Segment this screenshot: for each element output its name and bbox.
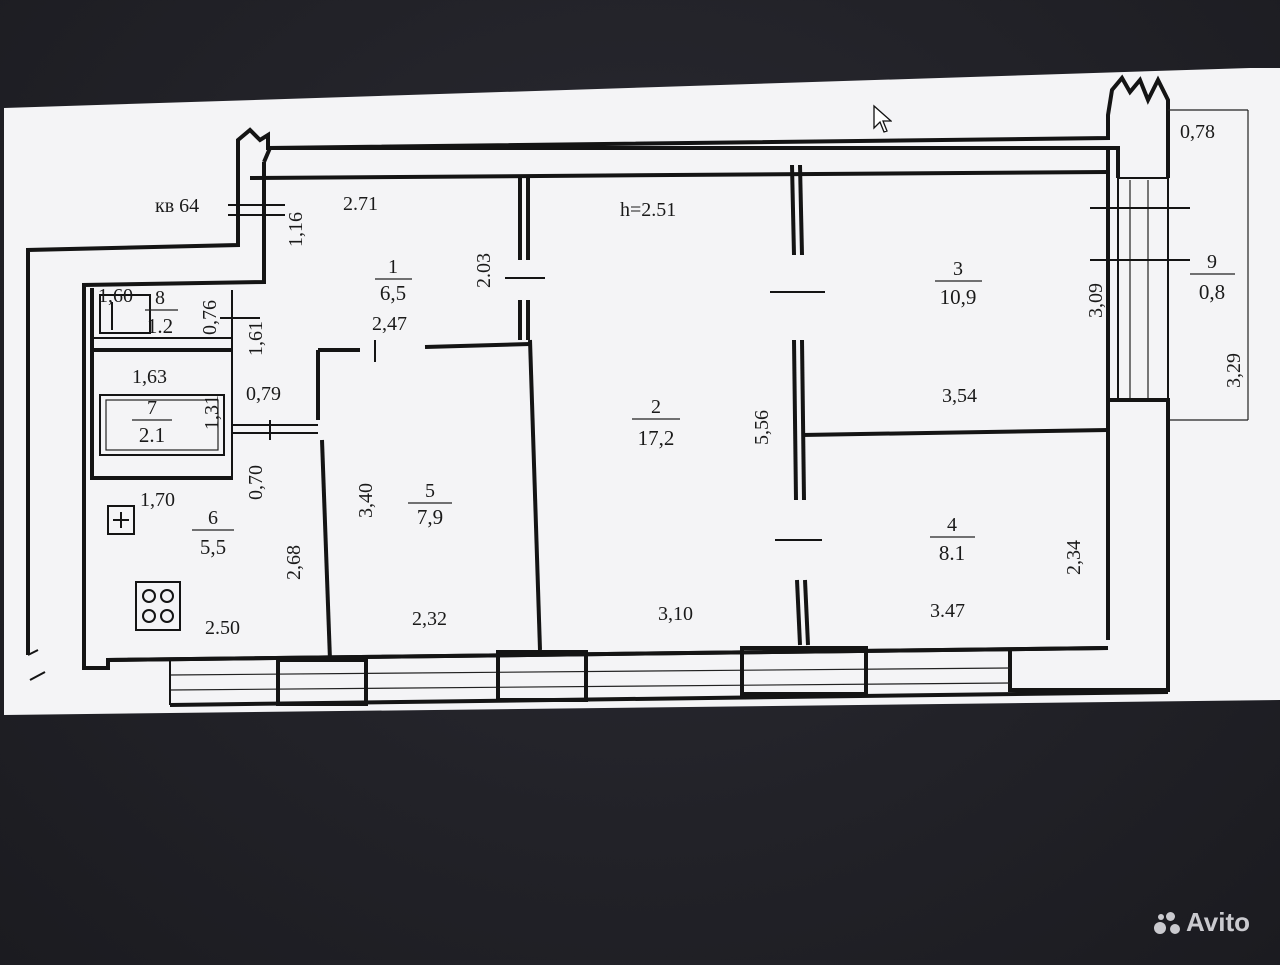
room-3-label: 3 10,9 <box>935 258 982 309</box>
dim-5-56: 5,56 <box>751 410 773 445</box>
svg-text:6: 6 <box>208 507 218 529</box>
dim-2-68: 2,68 <box>283 545 305 580</box>
dim-3-29: 3,29 <box>1223 353 1245 388</box>
svg-text:6,5: 6,5 <box>380 281 406 305</box>
svg-text:0,8: 0,8 <box>1199 280 1225 304</box>
dim-0-70: 0,70 <box>245 465 267 500</box>
svg-text:2: 2 <box>651 396 661 418</box>
dim-2-03: 2.03 <box>473 253 495 288</box>
dim-0-76: 0,76 <box>199 300 221 335</box>
room-6-label: 6 5,5 <box>192 507 234 559</box>
dim-0-79: 0,79 <box>246 383 281 405</box>
svg-text:1.2: 1.2 <box>147 314 173 338</box>
dim-2-34: 2,34 <box>1063 540 1085 575</box>
svg-text:1: 1 <box>388 256 398 278</box>
svg-text:5,5: 5,5 <box>200 535 226 559</box>
svg-text:3: 3 <box>953 258 963 280</box>
mouse-pointer-icon <box>873 104 892 133</box>
dim-1-16: 1,16 <box>285 212 307 247</box>
room-5-label: 5 7,9 <box>408 480 452 529</box>
dim-1-61: 1,61 <box>245 321 267 356</box>
avito-watermark: Avito <box>1152 907 1250 938</box>
dim-3-40: 3,40 <box>355 483 377 518</box>
avito-watermark-text: Avito <box>1185 907 1250 937</box>
dim-1-63: 1,63 <box>132 366 167 388</box>
outer-walls <box>26 74 1249 707</box>
dimension-labels: 0,78 2.71 2,47 1,63 0,79 3,54 1,70 2.50 … <box>98 121 1245 639</box>
svg-text:5: 5 <box>425 480 435 502</box>
dim-3-10: 3,10 <box>658 603 693 625</box>
svg-text:7,9: 7,9 <box>417 505 443 529</box>
dim-0-78: 0,78 <box>1180 121 1215 143</box>
ceiling-height-label: h=2.51 <box>620 199 676 221</box>
avito-logo-icon <box>1152 910 1182 936</box>
svg-text:2.1: 2.1 <box>139 423 165 447</box>
dim-1-31: 1,31 <box>201 395 223 430</box>
room-2-label: 2 17,2 <box>632 396 680 450</box>
svg-text:17,2: 17,2 <box>638 426 675 450</box>
interior-walls <box>90 164 1109 661</box>
dim-2-50: 2.50 <box>205 617 240 639</box>
svg-text:4: 4 <box>947 514 957 536</box>
dim-3-47: 3.47 <box>930 600 965 622</box>
svg-text:8.1: 8.1 <box>939 541 965 565</box>
dim-1-70: 1,70 <box>140 489 175 511</box>
room-4-label: 4 8.1 <box>930 514 975 565</box>
dim-2-71: 2.71 <box>343 193 378 215</box>
room-labels: 1 6,5 2 17,2 3 10,9 4 8.1 5 7,9 6 5,5 <box>132 251 1235 565</box>
room-8-label: 8 1.2 <box>145 287 178 338</box>
dim-3-54: 3,54 <box>942 385 977 407</box>
svg-text:10,9: 10,9 <box>940 285 977 309</box>
apartment-label: кв 64 <box>155 195 199 217</box>
svg-text:8: 8 <box>155 287 165 309</box>
room-7-label: 7 2.1 <box>132 397 172 447</box>
room-9-label: 9 0,8 <box>1190 251 1235 304</box>
dim-1-60: 1,60 <box>98 285 133 307</box>
plan-paper <box>4 68 1280 715</box>
room-1-label: 1 6,5 <box>375 256 412 305</box>
svg-text:9: 9 <box>1207 251 1217 273</box>
dim-2-32: 2,32 <box>412 608 447 630</box>
svg-text:7: 7 <box>147 397 157 419</box>
dim-3-09: 3,09 <box>1085 283 1107 318</box>
dim-2-47: 2,47 <box>372 313 407 335</box>
